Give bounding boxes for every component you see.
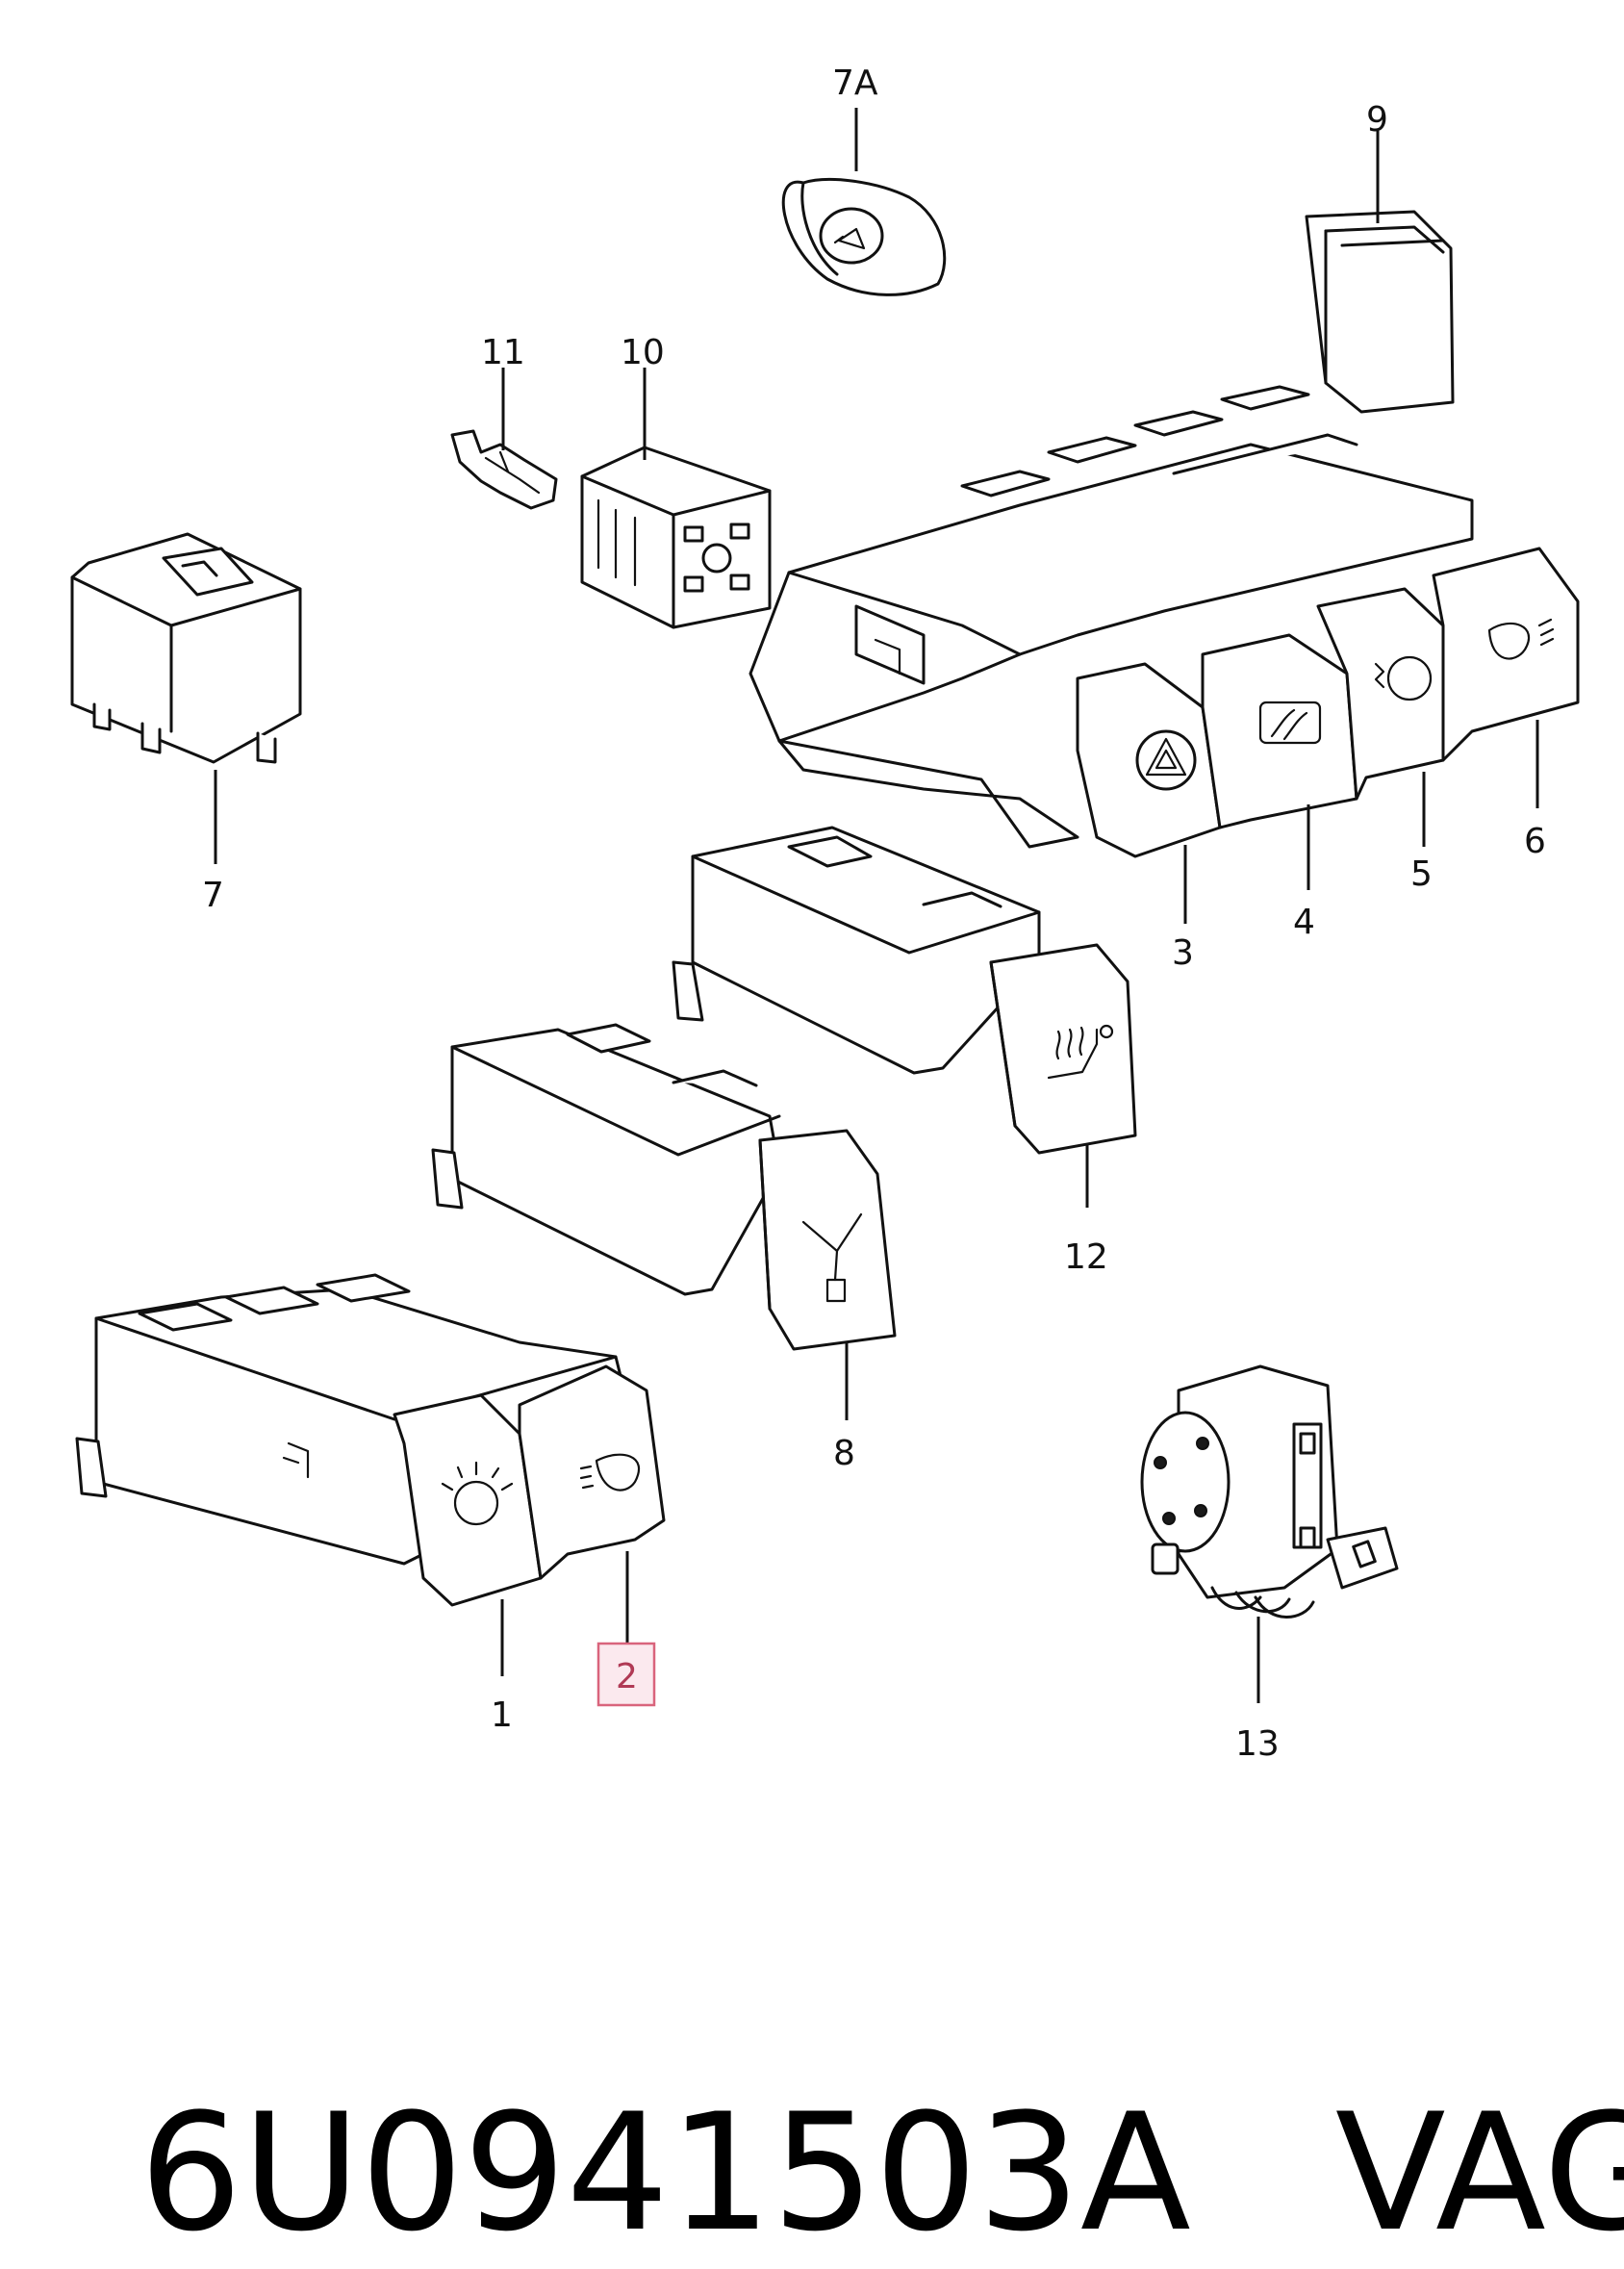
callout-11: 11	[481, 333, 525, 372]
parts-diagram: 7A 9 11 10 7	[70, 64, 1580, 1764]
part-number-footer: 6U0941503A VAG	[37, 1884, 1624, 2267]
switch-cluster-upper	[749, 385, 1580, 858]
fog-light-icon	[1374, 655, 1433, 701]
callout-10: 10	[621, 333, 665, 372]
rear-fog-light-icon	[1487, 618, 1555, 660]
part-7a-horn-button	[781, 178, 947, 296]
interior-light-icon	[801, 1212, 863, 1303]
part-7-relay	[70, 532, 302, 764]
part-12-seat-heater-switch	[672, 826, 1137, 1155]
switch-cluster-lower	[75, 1273, 666, 1607]
part-13-actuator	[1140, 1364, 1399, 1619]
callout-8: 8	[833, 1434, 855, 1473]
callout-2: 2	[616, 1657, 638, 1696]
part-number: 6U0941503A	[139, 2078, 1191, 2267]
callout-5: 5	[1410, 854, 1433, 894]
horn-icon	[833, 227, 866, 250]
callout-1: 1	[491, 1695, 513, 1735]
callout-3: 3	[1172, 933, 1194, 973]
part-10-relay-socket	[580, 446, 772, 629]
rear-defrost-icon	[1258, 701, 1322, 745]
callout-13: 13	[1235, 1724, 1280, 1764]
callout-6: 6	[1524, 822, 1546, 861]
callout-4: 4	[1293, 903, 1315, 942]
hazard-icon	[1145, 737, 1187, 777]
part-11-terminal	[450, 429, 558, 510]
part-9-switch-cap	[1305, 210, 1455, 414]
callout-7a: 7A	[832, 64, 878, 103]
headlight-range-icon	[441, 1461, 514, 1526]
callout-7: 7	[202, 876, 224, 915]
callout-2-highlight: 2	[596, 1642, 656, 1707]
rear-fog-light-icon	[579, 1453, 641, 1491]
callout-12: 12	[1064, 1237, 1108, 1277]
part-8-interior-light-switch	[431, 1023, 897, 1351]
callout-9: 9	[1366, 100, 1388, 140]
seat-heater-icon	[1047, 1024, 1114, 1080]
brand-name: VAG	[1334, 2078, 1624, 2267]
